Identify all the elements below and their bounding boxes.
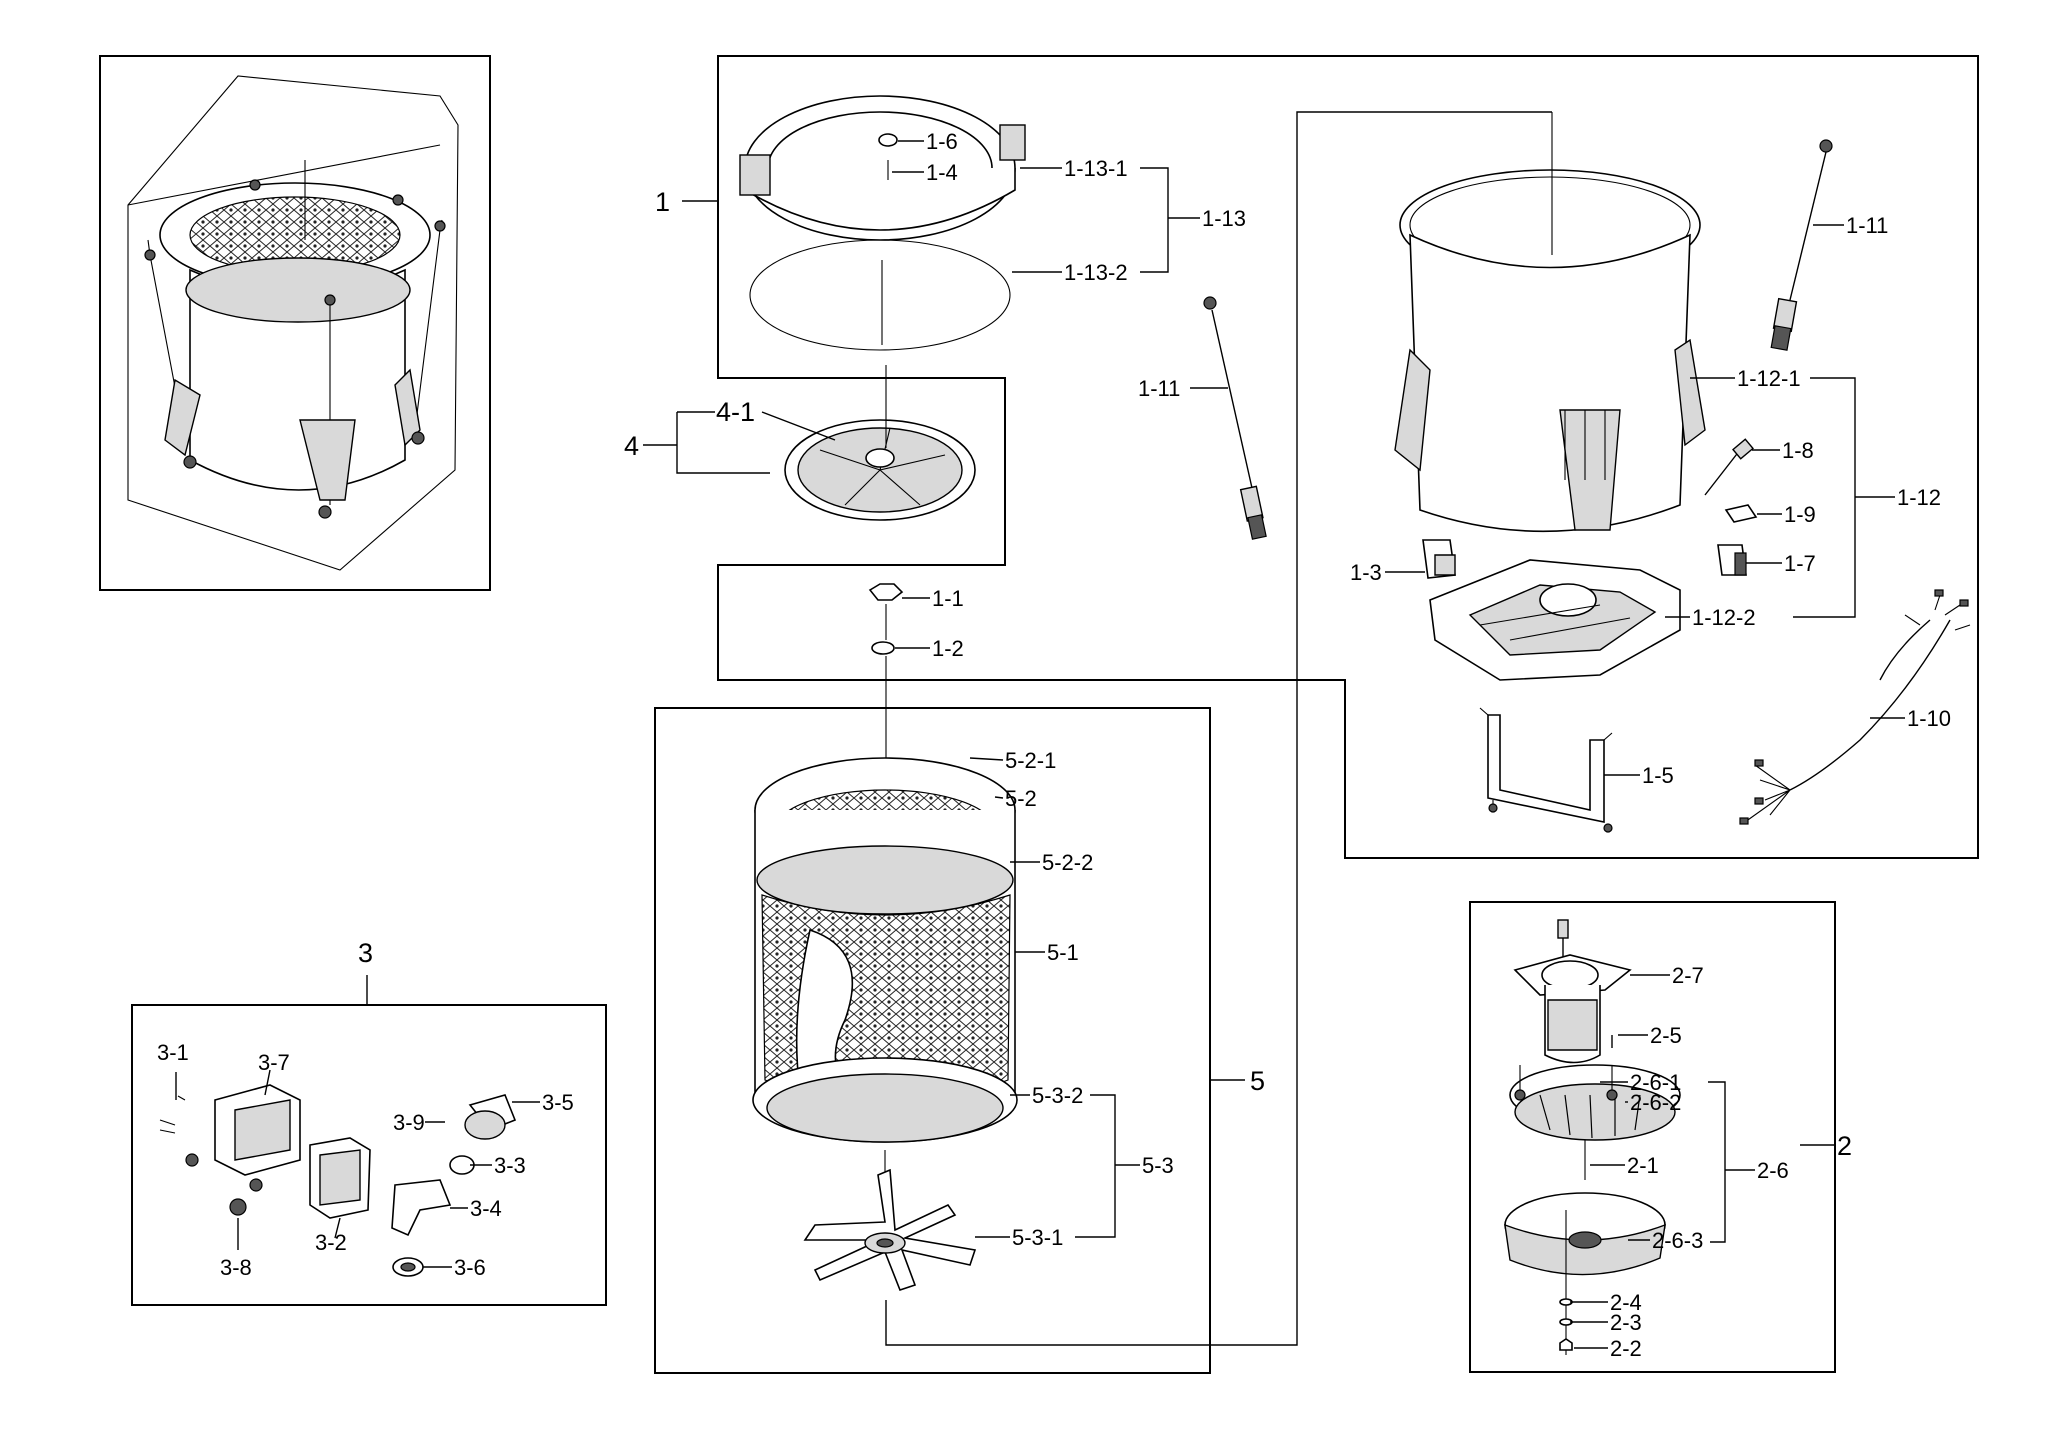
tub-cover-gasket: [749, 239, 1011, 351]
label-1-10: 1-10: [1907, 706, 1951, 731]
label-1-5: 1-5: [1642, 763, 1674, 788]
label-3-9: 3-9: [393, 1110, 425, 1135]
tub-cover: [739, 95, 1026, 241]
label-1-9: 1-9: [1784, 502, 1816, 527]
label-2-3: 2-3: [1610, 1310, 1642, 1335]
group-3-frame: [131, 1004, 607, 1306]
label-2-7: 2-7: [1672, 963, 1704, 988]
pulsator: [784, 419, 976, 521]
overview-assembly: [99, 55, 491, 591]
sensor-parts: [1422, 438, 1758, 579]
label-2-6: 2-6: [1757, 1158, 1789, 1183]
label-1-13: 1-13: [1202, 206, 1246, 231]
label-5-3: 5-3: [1142, 1153, 1174, 1178]
label-4-1: 4-1: [716, 397, 755, 427]
outer-tub: [1394, 112, 1706, 533]
motor-clutch-parts: [1504, 919, 1681, 1355]
label-1-11-right: 1-11: [1846, 213, 1888, 238]
label-1-13-1: 1-13-1: [1064, 156, 1128, 181]
label-5-2-2: 5-2-2: [1042, 850, 1093, 875]
label-1-2: 1-2: [932, 636, 964, 661]
label-1-3: 1-3: [1350, 560, 1382, 585]
label-1-7: 1-7: [1784, 551, 1816, 576]
leader-lines: [175, 140, 1905, 1349]
label-group-4: 4: [624, 431, 639, 461]
label-group-5: 5: [1250, 1066, 1265, 1096]
label-3-5: 3-5: [542, 1090, 574, 1115]
label-3-3: 3-3: [494, 1153, 526, 1178]
label-2-2: 2-2: [1610, 1336, 1642, 1361]
label-3-1: 3-1: [157, 1040, 189, 1065]
label-5-1: 5-1: [1047, 940, 1079, 965]
label-1-6: 1-6: [926, 129, 958, 154]
group-1-frame: [717, 55, 1979, 859]
label-3-2: 3-2: [315, 1230, 347, 1255]
label-group-2: 2: [1837, 1131, 1852, 1161]
group-5-frame: [654, 707, 1211, 1374]
wire-harness: [1739, 589, 1971, 825]
label-5-2: 5-2: [1005, 786, 1037, 811]
label-1-1: 1-1: [932, 586, 964, 611]
overview-frame: [99, 55, 491, 591]
part-labels: 1 1-6 1-4 1-13-1 1-13-2 1-13 4 4-1 1-1 1…: [157, 129, 1951, 1361]
drain-pump-parts: [159, 1084, 517, 1277]
label-1-12: 1-12: [1897, 485, 1941, 510]
label-1-13-2: 1-13-2: [1064, 260, 1128, 285]
label-5-2-1: 5-2-1: [1005, 748, 1056, 773]
label-1-8: 1-8: [1782, 438, 1814, 463]
suspension-rod-right: [1770, 139, 1833, 351]
label-2-6-1: 2-6-1: [1630, 1070, 1681, 1095]
label-2-6-3: 2-6-3: [1652, 1228, 1703, 1253]
label-group-1: 1: [655, 187, 670, 217]
label-1-11-mid: 1-11: [1138, 376, 1180, 401]
label-3-8: 3-8: [220, 1255, 252, 1280]
label-3-6: 3-6: [454, 1255, 486, 1280]
label-3-7: 3-7: [258, 1050, 290, 1075]
tub-base: [1429, 559, 1681, 681]
suspension-rod-left: [1203, 296, 1267, 540]
label-5-3-2: 5-3-2: [1032, 1083, 1083, 1108]
pulsator-nut: [868, 583, 904, 601]
label-2-5: 2-5: [1650, 1023, 1682, 1048]
label-2-1: 2-1: [1627, 1153, 1659, 1178]
label-group-3: 3: [358, 938, 373, 968]
wash-basket: [752, 757, 1018, 1143]
label-5-3-1: 5-3-1: [1012, 1225, 1063, 1250]
label-2-6-2: 2-6-2: [1630, 1090, 1681, 1115]
motor-bracket: [1479, 707, 1613, 833]
label-1-4: 1-4: [926, 160, 958, 185]
label-3-4: 3-4: [470, 1196, 502, 1221]
group-2-frame: [1469, 901, 1836, 1373]
label-2-4: 2-4: [1610, 1290, 1642, 1315]
label-1-12-2: 1-12-2: [1692, 605, 1756, 630]
label-1-12-1: 1-12-1: [1737, 366, 1801, 391]
assembly-leader: [885, 111, 1552, 1346]
basket-hub-spider: [803, 1168, 977, 1291]
pulsator-washer: [871, 641, 895, 655]
